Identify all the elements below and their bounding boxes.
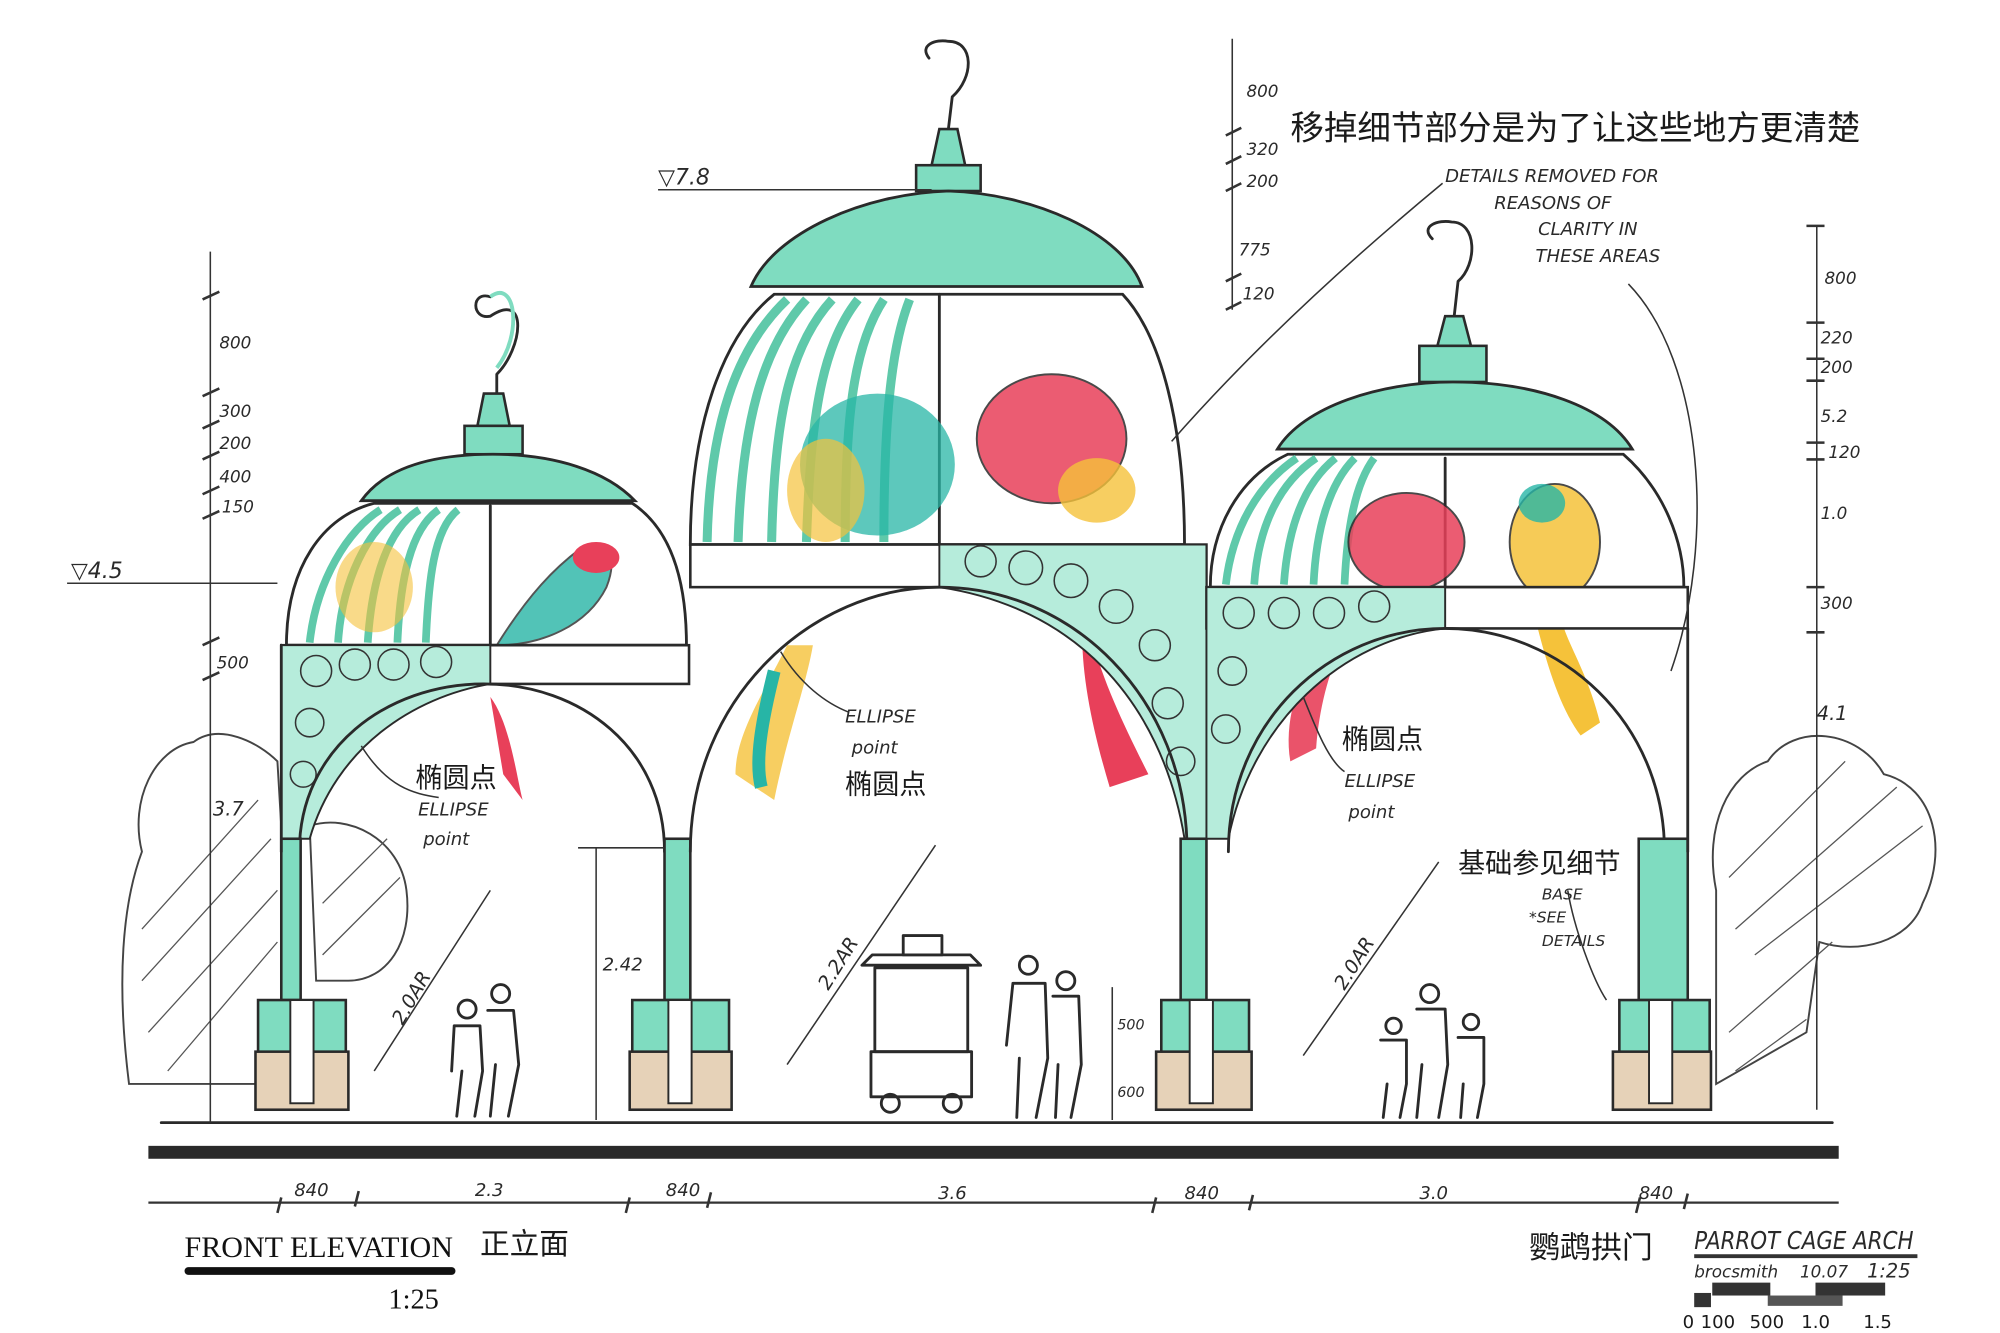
level-left: ▽4.5 — [71, 559, 123, 584]
vendor-cart — [860, 934, 983, 1114]
cage-center — [688, 39, 1208, 1002]
dims-left: 800 300 200 400 150 500 3.7 — [213, 332, 254, 820]
cage-left — [279, 291, 692, 1002]
dim-label: 300 — [219, 401, 251, 421]
project-underline — [1694, 1254, 1918, 1259]
note-cn: 移掉细节部分是为了让这些地方更清楚 — [1290, 108, 1860, 147]
dim-label: 800 — [219, 332, 251, 352]
dims-right: 800 220 200 5.2 120 1.0 300 4.1 — [1817, 268, 1861, 725]
dim-label: 200 — [1821, 357, 1853, 377]
ellipse-point-center: ELLIPSE point 椭圆点 — [845, 707, 926, 801]
scale-label: 100 — [1701, 1312, 1735, 1333]
dim-label: 200 — [219, 433, 251, 453]
dim-label: 3.6 — [938, 1183, 967, 1204]
ellipse-label-en: ELLIPSE — [845, 707, 916, 728]
radius-left: 2.0AR — [387, 967, 436, 1028]
base-bottom-dim: 600 — [1117, 1085, 1144, 1101]
dim-label: 800 — [1825, 268, 1857, 288]
note-en-line: THESE AREAS — [1535, 246, 1660, 267]
dim-label: 3.0 — [1419, 1183, 1448, 1204]
drawing-title: FRONT ELEVATION — [185, 1232, 453, 1264]
project-title-en: PARROT CAGE ARCH — [1694, 1226, 1913, 1255]
dim-label: 4.1 — [1817, 702, 1848, 725]
ellipse-label-en: point — [422, 829, 470, 850]
dim-label: 3.7 — [213, 798, 244, 821]
base-note: 基础参见细节 BASE *SEE DETAILS — [1458, 848, 1620, 950]
date: 10.07 — [1800, 1261, 1848, 1281]
scale-label: 500 — [1750, 1312, 1784, 1333]
base-top-dim: 500 — [1117, 1018, 1144, 1034]
radius-right: 2.0AR — [1329, 933, 1379, 994]
dim-label: 500 — [217, 652, 249, 672]
dim-label: 200 — [1246, 171, 1278, 191]
base-note-en: *SEE — [1529, 909, 1566, 927]
ellipse-label-en: ELLIPSE — [418, 800, 489, 821]
ground-line — [148, 1145, 1839, 1159]
ellipse-label-cn: 椭圆点 — [845, 770, 926, 801]
level-center: ▽7.8 — [658, 166, 710, 191]
base-note-en: BASE — [1542, 885, 1583, 903]
ellipse-point-right: 椭圆点 ELLIPSE point — [1342, 724, 1423, 823]
dim-label: 150 — [222, 496, 254, 516]
ellipse-label-en: point — [851, 738, 899, 759]
project-scale: 1:25 — [1867, 1259, 1910, 1282]
note-en-line: REASONS OF — [1494, 193, 1612, 214]
dim-label: 120 — [1243, 283, 1275, 303]
drawing-title-cn: 正立面 — [480, 1226, 569, 1261]
note-en-line: CLARITY IN — [1538, 219, 1638, 240]
scale-bar-labels: 0 100 500 1.0 1.5 — [1683, 1312, 1892, 1333]
dim-label: 300 — [1821, 593, 1853, 613]
base-note-cn: 基础参见细节 — [1458, 848, 1620, 879]
dims-center-top: 800 320 200 775 120 — [1239, 81, 1279, 304]
dim-label: 840 — [666, 1180, 700, 1201]
scale-label: 0 — [1683, 1312, 1694, 1333]
scale-label: 1.0 — [1801, 1312, 1830, 1333]
ellipse-label-cn: 椭圆点 — [1342, 724, 1423, 755]
ellipse-label-en: point — [1347, 802, 1395, 823]
dim-label: 840 — [294, 1180, 328, 1201]
dim-label: 840 — [1639, 1183, 1673, 1204]
note-en: DETAILS REMOVED FOR REASONS OF CLARITY I… — [1445, 166, 1660, 267]
pillar-bases — [254, 998, 1713, 1112]
scale-label: 1.5 — [1863, 1312, 1892, 1333]
cage-right — [1205, 220, 1690, 1002]
dim-label: 800 — [1246, 81, 1278, 101]
author: brocsmith — [1694, 1261, 1778, 1281]
ellipse-label-cn: 椭圆点 — [415, 763, 496, 794]
leader-lines — [360, 182, 1698, 1072]
ellipse-label-en: ELLIPSE — [1345, 771, 1416, 792]
ellipse-point-left: 椭圆点 ELLIPSE point — [415, 763, 496, 850]
dimension-lines — [67, 38, 1839, 1214]
dim-label: 775 — [1239, 240, 1271, 260]
project-title-cn: 鹦鹉拱门 — [1529, 1230, 1653, 1266]
title-block: FRONT ELEVATION 正立面 1:25 鹦鹉拱门 PARROT CAG… — [184, 1226, 1918, 1333]
arch-height-dim: 2.42 — [603, 954, 643, 975]
base-note-en: DETAILS — [1542, 932, 1605, 950]
tree-left — [121, 733, 409, 1085]
dim-label: 2.3 — [475, 1180, 504, 1201]
note-en-line: DETAILS REMOVED FOR — [1445, 166, 1659, 187]
dim-label: 320 — [1246, 139, 1278, 159]
dim-label: 400 — [219, 467, 251, 487]
dim-label: 120 — [1828, 442, 1860, 462]
dim-label: 1.0 — [1821, 503, 1848, 523]
people — [450, 954, 1486, 1119]
tree-right — [1711, 734, 1937, 1086]
title-underline — [184, 1267, 456, 1275]
dim-label: 840 — [1185, 1183, 1219, 1204]
dim-label: 5.2 — [1821, 406, 1848, 426]
dim-label: 220 — [1821, 327, 1853, 347]
bottom-dims: 840 2.3 840 3.6 840 3.0 840 — [294, 1180, 1673, 1204]
drawing-scale: 1:25 — [388, 1284, 438, 1315]
scale-bar — [1694, 1282, 1886, 1308]
